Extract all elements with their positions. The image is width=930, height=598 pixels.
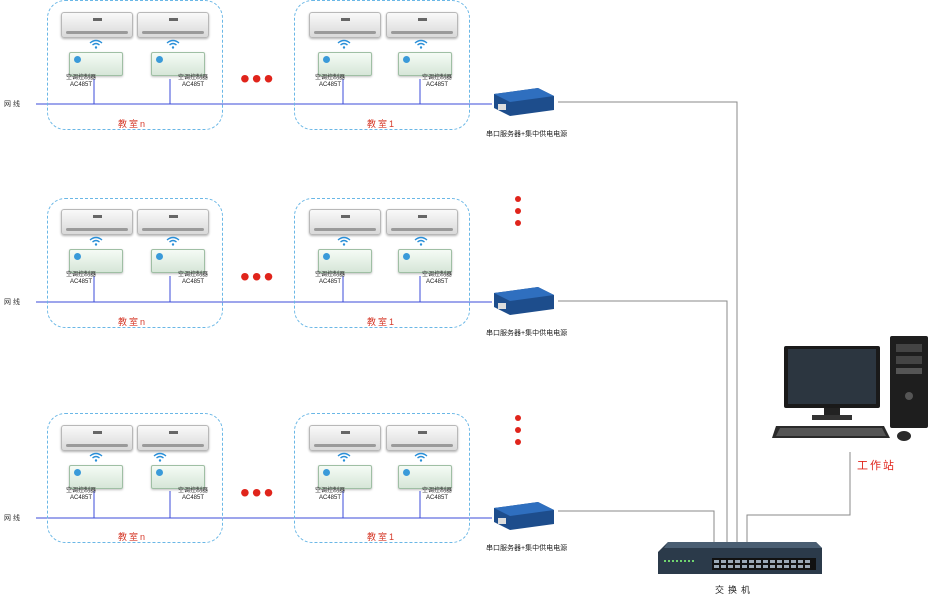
uplink-lines	[558, 101, 851, 560]
ac-controller	[151, 465, 205, 489]
vertical-ellipsis-dot	[515, 208, 521, 214]
wifi-icon	[89, 39, 103, 49]
workstation-label: 工作站	[857, 460, 896, 472]
air-conditioner	[137, 425, 209, 451]
ac-controller	[151, 52, 205, 76]
wifi-icon	[414, 39, 428, 49]
classroom-box	[294, 198, 470, 328]
air-conditioner	[309, 12, 381, 38]
ac-controller	[398, 249, 452, 273]
wire-label: 网线	[4, 101, 22, 108]
classroom-name: 教室1	[367, 532, 397, 542]
vertical-ellipsis-dot	[515, 196, 521, 202]
wire-label: 网线	[4, 299, 22, 306]
vertical-ellipsis-dot	[515, 439, 521, 445]
switch-label: 交换机	[715, 585, 755, 595]
classroom-name: 教室1	[367, 119, 397, 129]
ellipsis-dots: •••	[240, 477, 276, 508]
air-conditioner	[61, 425, 133, 451]
wifi-icon	[414, 452, 428, 462]
wifi-icon	[337, 236, 351, 246]
classroom-box	[47, 198, 223, 328]
serial-server-label: 串口服务器+集中供电电源	[486, 545, 568, 552]
wifi-icon	[414, 236, 428, 246]
classroom-box	[294, 413, 470, 543]
serial-server-label: 串口服务器+集中供电电源	[486, 330, 568, 337]
classroom-name: 教室n	[118, 317, 148, 327]
wifi-icon	[153, 452, 167, 462]
controller-drops	[93, 79, 421, 518]
serial-server-device	[494, 88, 554, 116]
ac-controller	[69, 465, 123, 489]
wifi-icon	[337, 39, 351, 49]
wifi-icon	[166, 39, 180, 49]
ac-controller	[69, 52, 123, 76]
vertical-ellipsis-dot	[515, 415, 521, 421]
air-conditioner	[137, 209, 209, 235]
workstation-computer	[772, 336, 928, 441]
classroom-box	[294, 0, 470, 130]
ac-controller	[398, 52, 452, 76]
air-conditioner	[309, 425, 381, 451]
classroom-name: 教室n	[118, 119, 148, 129]
network-switch	[658, 542, 822, 574]
ac-controller	[318, 249, 372, 273]
classroom-box	[47, 0, 223, 130]
ac-controller	[318, 52, 372, 76]
air-conditioner	[309, 209, 381, 235]
vertical-ellipsis-dot	[515, 220, 521, 226]
wifi-icon	[337, 452, 351, 462]
air-conditioner	[386, 12, 458, 38]
ellipsis-dots: •••	[240, 261, 276, 292]
ac-controller	[398, 465, 452, 489]
wifi-icon	[166, 236, 180, 246]
serial-server-device	[494, 287, 554, 315]
air-conditioner	[386, 209, 458, 235]
wifi-icon	[89, 452, 103, 462]
classroom-name: 教室1	[367, 317, 397, 327]
ac-controller	[69, 249, 123, 273]
wifi-icon	[89, 236, 103, 246]
classroom-box	[47, 413, 223, 543]
air-conditioner	[137, 12, 209, 38]
wire-label: 网线	[4, 515, 22, 522]
air-conditioner	[386, 425, 458, 451]
ac-controller	[151, 249, 205, 273]
vertical-ellipsis-dot	[515, 427, 521, 433]
classroom-name: 教室n	[118, 532, 148, 542]
air-conditioner	[61, 12, 133, 38]
serial-server-label: 串口服务器+集中供电电源	[486, 131, 568, 138]
air-conditioner	[61, 209, 133, 235]
ellipsis-dots: •••	[240, 63, 276, 94]
serial-server-device	[494, 502, 554, 530]
ac-controller	[318, 465, 372, 489]
